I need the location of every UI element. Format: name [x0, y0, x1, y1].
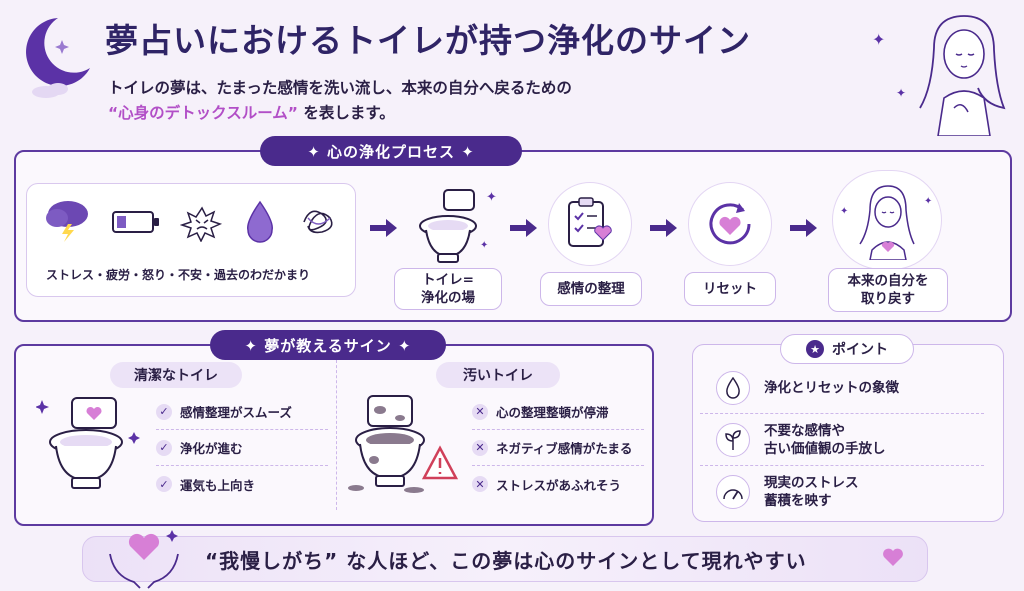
footer-banner: [82, 536, 928, 582]
step-organize-label: 感情の整理: [540, 272, 642, 306]
woman-heart-icon: [859, 185, 915, 260]
step-toilet-label: トイレ= 浄化の場: [394, 268, 502, 310]
star-icon: ★: [806, 340, 824, 358]
divider: [336, 360, 337, 510]
sparkle-icon: ✦: [480, 240, 489, 251]
true-self-circle: [832, 170, 942, 270]
footer-message: “我慢しがち” な人ほど、この夢は心のサインとして現れやすい: [205, 549, 807, 573]
sparkle-icon: ✦: [924, 196, 933, 207]
reset-heart-icon: [709, 203, 751, 245]
sparkle-icon: ✦: [872, 30, 886, 49]
cross-icon: ✕: [472, 476, 488, 492]
gauge-icon: [716, 475, 750, 509]
low-battery-icon: [112, 210, 160, 238]
sparkle-icon: ✦: [896, 86, 907, 100]
drop-icon: [244, 200, 276, 248]
heart-icon: [882, 547, 904, 571]
list-item: ✓感情整理がスムーズ: [156, 394, 328, 430]
arrow-right-icon: [788, 218, 818, 242]
reset-circle: [688, 182, 772, 266]
cross-icon: ✕: [472, 403, 488, 420]
step-reset-label: リセット: [684, 272, 776, 306]
signs-heading: ✦ 夢が教えるサイン ✦: [210, 330, 446, 360]
subtitle-highlight: “心身のデトックスルーム”: [108, 104, 298, 122]
sparkle-icon: ✦: [840, 206, 849, 217]
moon-icon: [18, 10, 98, 100]
clean-list: ✓感情整理がスムーズ ✓浄化が進む ✓運気も上向き: [156, 394, 328, 502]
sprout-icon: [716, 422, 750, 457]
step-true-self-label: 本来の自分を 取り戻す: [828, 268, 948, 312]
list-item: 現実のストレス蓄積を映す: [700, 466, 984, 518]
points-heading: ★ ポイント: [780, 334, 914, 364]
clean-toilet-title: 清潔なトイレ: [110, 362, 242, 388]
dirty-toilet-title: 汚いトイレ: [436, 362, 560, 388]
anger-icon: [179, 202, 224, 246]
check-icon: ✓: [156, 439, 172, 456]
arrow-right-icon: [648, 218, 678, 242]
water-drop-icon: [716, 370, 750, 405]
process-heading: ✦ 心の浄化プロセス ✦: [260, 136, 522, 166]
page-title: 夢占いにおけるトイレが持つ浄化のサイン: [105, 21, 751, 60]
subtitle-line2: “心身のデトックスルーム” を表します。: [108, 101, 572, 126]
dirty-list: ✕心の整理整頓が停滞 ✕ネガティブ感情がたまる ✕ストレスがあふれそう: [472, 394, 644, 502]
subtitle: トイレの夢は、たまった感情を洗い流し、本来の自分へ戻るための “心身のデトックス…: [108, 76, 572, 126]
subtitle-line1: トイレの夢は、たまった感情を洗い流し、本来の自分へ戻るための: [108, 79, 572, 97]
cross-icon: ✕: [472, 439, 488, 456]
check-icon: ✓: [156, 476, 172, 492]
clean-toilet-icon: [408, 186, 488, 270]
emotions-label: ストレス・疲労・怒り・不安・過去のわだかまり: [46, 268, 311, 282]
emotions-box: [26, 183, 356, 297]
clean-toilet-heart-icon: [35, 386, 146, 500]
subtitle-tail: を表します。: [303, 104, 395, 122]
list-item: ✓運気も上向き: [156, 466, 328, 502]
clipboard-heart-icon: [568, 197, 612, 247]
check-icon: ✓: [156, 403, 172, 420]
dirty-toilet-icon: [344, 388, 464, 502]
arrow-right-icon: [368, 218, 398, 242]
arrow-right-icon: [508, 218, 538, 242]
list-item: 浄化とリセットの象徴: [700, 362, 984, 414]
storm-cloud-icon: [42, 196, 94, 246]
clipboard-circle: [548, 182, 632, 266]
points-list: 浄化とリセットの象徴 不要な感情や古い価値観の手放し 現実のストレス蓄積を映す: [700, 362, 984, 518]
list-item: ✕ネガティブ感情がたまる: [472, 430, 644, 466]
hands-heart-icon: [104, 524, 184, 591]
list-item: ✕心の整理整頓が停滞: [472, 394, 644, 430]
list-item: 不要な感情や古い価値観の手放し: [700, 414, 984, 466]
list-item: ✕ストレスがあふれそう: [472, 466, 644, 502]
list-item: ✓浄化が進む: [156, 430, 328, 466]
tangle-icon: [296, 202, 340, 246]
woman-illustration-icon: [904, 8, 1014, 137]
sparkle-icon: ✦: [486, 190, 497, 205]
